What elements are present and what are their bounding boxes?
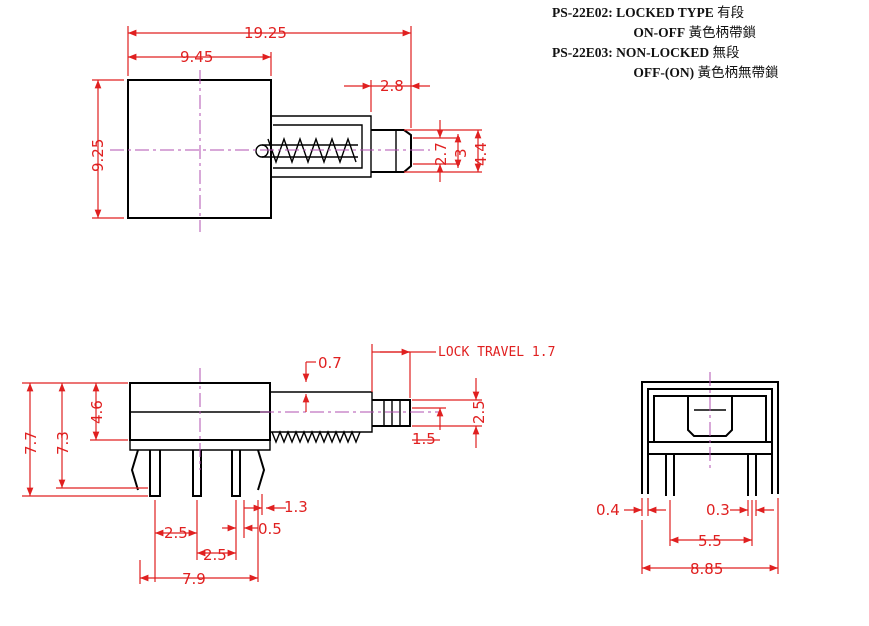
side-plunger-tip [372, 399, 411, 427]
pin-right [257, 449, 266, 491]
dim-pin-pitch-1: 2.5 [164, 524, 188, 542]
dim-overall-length: 19.25 [244, 24, 287, 42]
dim-offset: 0.7 [318, 354, 342, 372]
dim-pin-gap: 0.5 [258, 520, 282, 538]
end-pin-right [747, 454, 757, 496]
dim-pin-thickness: 0.3 [706, 501, 730, 519]
spring-end [255, 144, 269, 158]
legend-cn: 黃色柄帶鎖 [688, 25, 757, 40]
dim-bracket-thickness: 0.4 [596, 501, 620, 519]
side-view: 7.7 7.3 4.6 0.7 LOCK TRAVEL 1.7 2.5 1.5 [22, 344, 555, 588]
end-view: 0.4 0.3 5.5 8.85 [596, 372, 779, 578]
legend-label: OFF-(ON) [633, 65, 695, 80]
pin-mid-2 [231, 450, 241, 497]
dim-tip-a: 2.7 [432, 142, 450, 166]
legend-row-2: ON-OFF 黃色柄帶鎖 [552, 23, 778, 43]
dim-body-height-side: 4.6 [88, 400, 106, 424]
pin-left [130, 449, 161, 497]
dim-plunger-dia: 2.5 [470, 400, 488, 424]
dim-tip-c: 4.4 [472, 142, 490, 166]
legend-label: LOCKED TYPE [616, 5, 714, 20]
dim-pin-width: 1.3 [284, 498, 308, 516]
pin-mid-1 [192, 450, 202, 497]
legend-row-4: OFF-(ON) 黃色柄無帶鎖 [552, 63, 778, 83]
legend-cn: 有段 [717, 5, 745, 20]
legend-label: ON-OFF [633, 25, 686, 40]
end-pin-left [665, 454, 675, 496]
legend-row-3: PS-22E03: NON-LOCKED 無段 [552, 43, 778, 63]
legend-cn: 無段 [712, 45, 740, 60]
rack-teeth [271, 430, 361, 444]
legend-code: PS-22E02: [552, 5, 613, 20]
dim-overall-width: 8.85 [690, 560, 723, 578]
dim-plunger-extension: 2.8 [380, 77, 404, 95]
dim-pin-span: 7.9 [182, 570, 206, 588]
legend-code: PS-22E03: [552, 45, 613, 60]
dim-body-height: 9.25 [89, 139, 107, 172]
dim-pin-spacing: 5.5 [698, 532, 722, 550]
dim-body-length: 9.45 [180, 48, 213, 66]
top-plunger-inner [273, 124, 363, 169]
dim-body-to-pin: 7.3 [54, 431, 72, 455]
dim-overall-height: 7.7 [22, 431, 40, 455]
dim-pin-pitch-2: 2.5 [203, 546, 227, 564]
model-legend: PS-22E02: LOCKED TYPE 有段 ON-OFF 黃色柄帶鎖 PS… [552, 3, 778, 83]
top-view: 19.25 9.45 2.8 9.25 2.7 3 4.4 [89, 24, 490, 232]
spring-guide [262, 144, 358, 158]
dim-plunger-tip: 1.5 [412, 430, 436, 448]
legend-cn: 黃色柄無帶鎖 [697, 65, 779, 80]
top-plunger-tip [371, 129, 412, 173]
top-plunger-housing [271, 115, 372, 178]
dim-tip-b: 3 [452, 148, 470, 158]
legend-label: NON-LOCKED [616, 45, 710, 60]
legend-row-1: PS-22E02: LOCKED TYPE 有段 [552, 3, 778, 23]
lock-travel-note: LOCK TRAVEL 1.7 [438, 345, 555, 360]
